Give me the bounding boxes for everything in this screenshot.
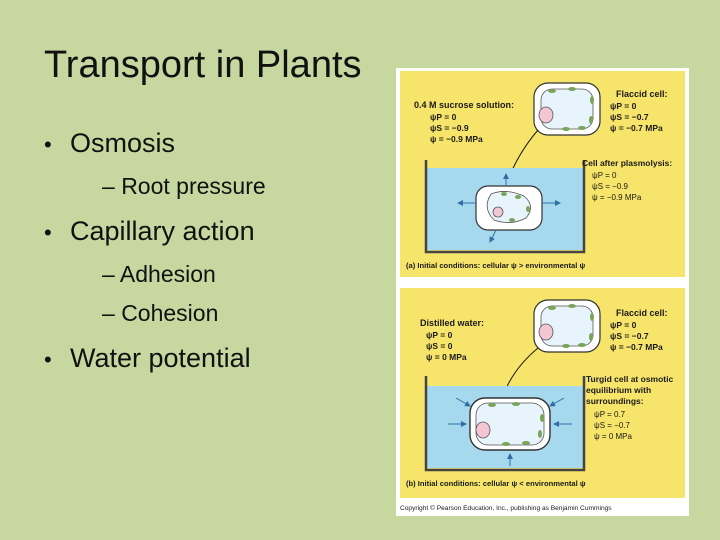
panel-b-flaccid-cell (533, 299, 601, 353)
panel-a-after-title: Cell after plasmolysis: (582, 158, 672, 168)
chloroplast (502, 442, 510, 446)
chloroplast (590, 96, 594, 104)
panel-a-flaccid-cell (533, 82, 601, 136)
panel-b-caption: (b) Initial conditions: cellular ψ < env… (406, 479, 586, 488)
panel-b-flaccid-line: ψ = −0.7 MPa (610, 342, 663, 352)
chloroplast (512, 402, 520, 406)
panel-a-plasmolyzed-cell (475, 185, 543, 231)
copyright-text: Copyright © Pearson Education, Inc., pub… (400, 504, 612, 512)
panel-b-solution-line: ψ = 0 MPa (426, 352, 467, 362)
bullet-list: • Osmosis – Root pressure • Capillary ac… (44, 128, 384, 388)
panel-b-solution-line: ψP = 0 (426, 330, 453, 340)
slide-title: Transport in Plants (44, 44, 362, 86)
panel-a-solution-line: ψP = 0 (430, 112, 457, 122)
chloroplast (578, 126, 586, 130)
panel-b-turgid-line: ψP = 0.7 (594, 410, 626, 419)
panel-b-turgid-title: Turgid cell at osmotic (586, 374, 673, 384)
bullet-dot: • (44, 132, 52, 157)
chloroplast (509, 218, 515, 222)
panel-a-caption: (a) Initial conditions: cellular ψ > env… (406, 261, 585, 270)
chloroplast (540, 414, 544, 422)
panel-a-solution-line: ψ = −0.9 MPa (430, 134, 483, 144)
chloroplast (590, 313, 594, 321)
panel-a-after-line: ψS = −0.9 (592, 182, 629, 191)
panel-a-flaccid-title: Flaccid cell: (616, 89, 668, 99)
panel-a-flaccid-line: ψS = −0.7 (610, 112, 649, 122)
chloroplast (488, 403, 496, 407)
panel-b-turgid-title: equilibrium with (586, 385, 651, 395)
panel-a-solution-line: ψS = −0.9 (430, 123, 469, 133)
panel-a-after-line: ψ = −0.9 MPa (592, 193, 642, 202)
panel-b-flaccid-title: Flaccid cell: (616, 308, 668, 318)
panel-a-after-line: ψP = 0 (592, 171, 617, 180)
water-flow-arrow (549, 397, 565, 407)
sub-bullet-text: Cohesion (121, 300, 219, 326)
chloroplast (548, 306, 556, 310)
panel-b-turgid-cell (469, 397, 551, 451)
chloroplast (526, 206, 530, 212)
bullet-text: Water potential (70, 343, 251, 373)
bullet-text: Osmosis (70, 128, 176, 158)
sub-bullet-dash: – (102, 173, 115, 199)
chloroplast (589, 333, 593, 341)
bullet-capillary-action: • Capillary action (44, 216, 384, 247)
bullet-water-potential: • Water potential (44, 343, 384, 374)
panel-b-flaccid-line: ψS = −0.7 (610, 331, 649, 341)
bullet-dot: • (44, 220, 52, 245)
panel-b-solution-title: Distilled water: (420, 318, 484, 328)
sub-bullet-text: Root pressure (121, 173, 266, 199)
bullet-dot: • (44, 347, 52, 372)
osmosis-figure: 0.4 M sucrose solution: ψP = 0 ψS = −0.9… (396, 68, 689, 516)
sub-bullet-text: Adhesion (119, 261, 216, 287)
nucleus (475, 421, 491, 439)
chloroplast (522, 441, 530, 445)
chloroplast (562, 127, 570, 131)
sub-bullet-adhesion: – Adhesion (102, 261, 384, 288)
chloroplast (589, 116, 593, 124)
panel-b-flaccid-line: ψP = 0 (610, 320, 637, 330)
panel-b-turgid-title: surroundings: (586, 396, 644, 406)
water-flow-arrow (489, 229, 497, 243)
chloroplast (538, 430, 542, 438)
chloroplast (515, 195, 521, 199)
panel-b-turgid-line: ψ = 0 MPa (594, 432, 632, 441)
sub-bullet-dash: – (102, 300, 115, 326)
sub-bullet-cohesion: – Cohesion (102, 300, 384, 327)
sub-bullet-root-pressure: – Root pressure (102, 173, 384, 200)
chloroplast (548, 89, 556, 93)
chloroplast (568, 87, 576, 91)
bullet-text: Capillary action (70, 216, 255, 246)
chloroplast (578, 343, 586, 347)
panel-a-flaccid-line: ψ = −0.7 MPa (610, 123, 663, 133)
osmosis-diagram: 0.4 M sucrose solution: ψP = 0 ψS = −0.9… (400, 71, 685, 512)
panel-a-solution-title: 0.4 M sucrose solution: (414, 100, 514, 110)
nucleus (538, 106, 554, 124)
water-flow-arrow (455, 397, 471, 407)
bullet-osmosis: • Osmosis (44, 128, 384, 159)
panel-b-solution-line: ψS = 0 (426, 341, 453, 351)
nucleus (492, 206, 504, 218)
chloroplast (501, 192, 507, 196)
chloroplast (562, 344, 570, 348)
sub-bullet-dash: – (102, 261, 115, 287)
nucleus (538, 323, 554, 341)
chloroplast (568, 304, 576, 308)
panel-b-turgid-line: ψS = −0.7 (594, 421, 631, 430)
panel-a-flaccid-line: ψP = 0 (610, 101, 637, 111)
